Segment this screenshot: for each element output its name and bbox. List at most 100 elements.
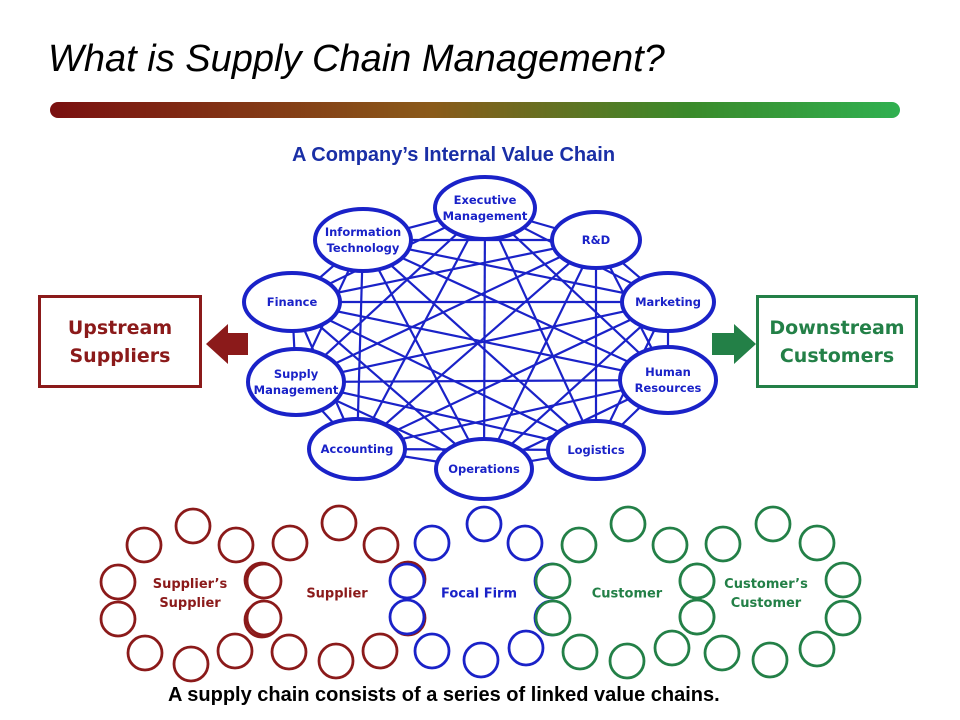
ring-customers-customer-circle	[798, 524, 836, 562]
node-r-and-d: R&D	[550, 210, 642, 270]
ring-customer-circle	[561, 633, 599, 671]
ring-customer-label: Customer	[592, 587, 663, 602]
value-chain-link	[356, 239, 597, 450]
node-information-technology-ellipse	[313, 207, 413, 273]
value-chain-link	[295, 239, 597, 383]
ring-customers-customer-circle	[824, 561, 862, 599]
ring-focal-firm-circle	[462, 641, 500, 679]
ring-customers-customer-circle	[678, 598, 716, 636]
value-chain-link	[295, 378, 669, 384]
node-logistics-ellipse	[546, 419, 646, 481]
value-chain-link	[291, 301, 597, 451]
ring-customer-circle	[534, 599, 572, 637]
ring-focal-firm-circle	[506, 524, 544, 562]
node-finance-label: Finance	[267, 295, 318, 309]
node-accounting-ellipse	[307, 417, 407, 481]
upstream-arrow-icon	[206, 324, 248, 364]
ring-focal-firm-circle	[507, 629, 545, 667]
ring-customer-circle	[608, 642, 646, 680]
value-chain-link	[362, 238, 669, 304]
value-chain-link	[484, 207, 669, 381]
ring-focal-firm-circle	[413, 632, 451, 670]
ring-suppliers-supplier-circle	[174, 507, 212, 545]
node-accounting-label: Accounting	[321, 442, 394, 456]
ring-supplier-circle	[361, 632, 399, 670]
ring-customer-circle	[609, 505, 647, 543]
value-chain-link	[362, 239, 485, 470]
node-executive-management-ellipse	[433, 175, 537, 241]
node-finance: Finance	[242, 271, 342, 333]
value-chain-link	[295, 380, 597, 452]
node-accounting: Accounting	[307, 417, 407, 481]
ring-customers-customer-circle	[798, 630, 836, 668]
node-human-resources-ellipse	[618, 345, 718, 415]
value-chain-link	[483, 301, 669, 470]
downstream-customers-box: Downstream Customers	[756, 295, 918, 388]
ring-customers-customer-circle	[754, 505, 792, 543]
node-marketing-label: Marketing	[635, 295, 701, 309]
ring-supplier-circle	[320, 504, 358, 542]
internal-value-chain-heading: A Company’s Internal Value Chain	[292, 144, 616, 166]
ring-focal-firm-circle	[465, 505, 503, 543]
node-operations-ellipse	[434, 437, 534, 501]
ring-customers-customer	[678, 505, 862, 679]
ring-customers-customer-circle	[703, 634, 741, 672]
caption: A supply chain consists of a series of l…	[168, 684, 720, 706]
node-operations: Operations	[434, 437, 534, 501]
ring-suppliers-supplier-circle	[125, 526, 163, 564]
node-r-and-d-label: R&D	[582, 233, 610, 247]
slide-title: What is Supply Chain Management?	[48, 38, 665, 80]
ring-supplier-circle	[362, 526, 400, 564]
node-supply-management-ellipse	[246, 347, 346, 417]
node-marketing-ellipse	[620, 271, 716, 333]
linked-value-chains	[99, 504, 862, 683]
ring-suppliers-supplier-circle	[217, 526, 255, 564]
ring-suppliers-supplier-circle	[99, 600, 137, 638]
node-finance-ellipse	[242, 271, 342, 333]
value-chain-link	[295, 207, 486, 383]
value-chain-link	[355, 239, 365, 450]
value-chain-link	[291, 301, 485, 470]
title-underline-bar	[50, 102, 900, 118]
ring-customers-customer-circle	[751, 641, 789, 679]
ring-suppliers-supplier-circle	[216, 632, 254, 670]
ring-supplier-circle	[245, 599, 283, 637]
ring-suppliers-supplier-circle	[172, 645, 210, 683]
ring-suppliers-supplier-circle	[99, 563, 137, 601]
ring-supplier-circle	[245, 562, 283, 600]
ring-focal-firm-circle	[388, 562, 426, 600]
ring-customer-circle	[534, 562, 572, 600]
ring-supplier-circle	[317, 642, 355, 680]
ring-focal-firm-circle	[388, 598, 426, 636]
ring-customers-customer-circle	[704, 525, 742, 563]
value-chain-link	[362, 239, 597, 451]
ring-focal-firm-circle	[413, 524, 451, 562]
node-logistics: Logistics	[546, 419, 646, 481]
ring-supplier-circle	[271, 524, 309, 562]
ring-customer-circle	[651, 526, 689, 564]
value-chain-link	[356, 378, 669, 451]
node-operations-label: Operations	[448, 462, 520, 476]
ring-customers-customer-circle	[824, 599, 862, 637]
node-logistics-label: Logistics	[567, 443, 625, 457]
upstream-suppliers-box: Upstream Suppliers	[38, 295, 202, 388]
value-chain-link	[291, 300, 669, 382]
ring-suppliers-supplier-circle	[126, 634, 164, 672]
ring-supplier-circle	[270, 633, 308, 671]
value-chain-link	[291, 238, 597, 304]
downstream-arrow-icon	[712, 324, 756, 364]
